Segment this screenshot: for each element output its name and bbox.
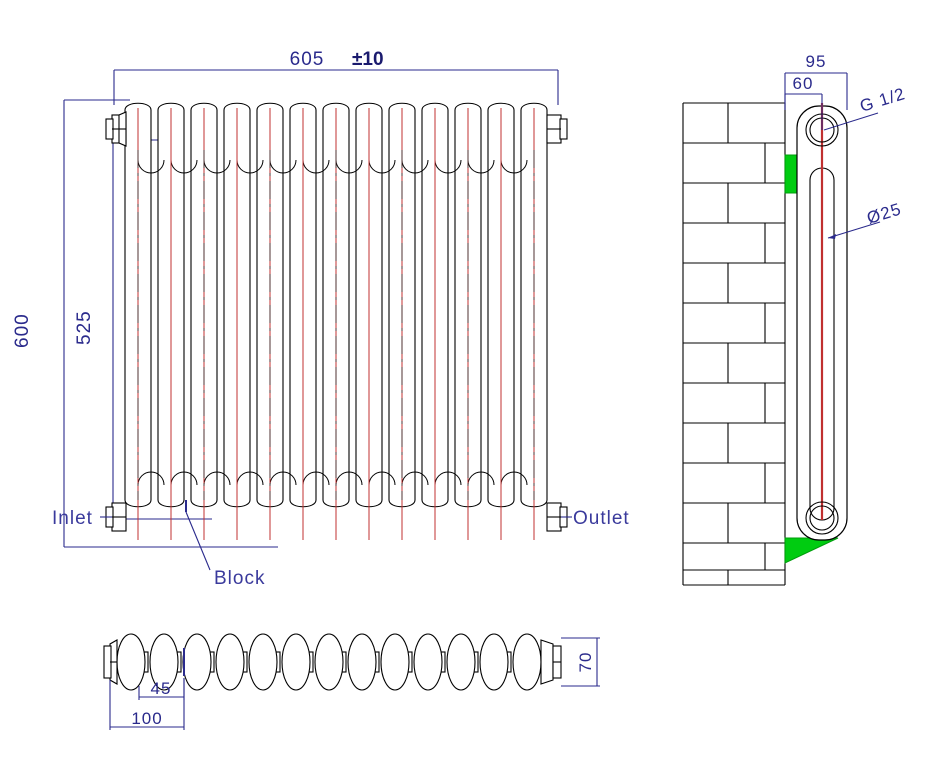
dimension-width-605: 605 ±10 [113,49,559,105]
radiator-side-body [796,103,848,541]
dim-plan-100-value: 100 [131,709,162,728]
inlet-fitting [105,111,127,532]
dim-width-value: 605 [290,49,325,70]
dimension-plan-45: 45 [138,678,185,700]
dim-centers-value: 525 [74,310,95,345]
dim-depth-95-value: 95 [806,52,827,71]
wall-brick-hatch [682,102,786,586]
label-outlet: Outlet [561,508,630,529]
label-block: Block [185,500,265,589]
block-label-text: Block [214,568,265,589]
wall-bracket-lower-icon [784,537,839,564]
column-dash-centerlines [137,150,535,500]
plan-end-fittings [103,639,562,685]
radiator-inner-lobes [137,159,528,486]
side-section-view: 95 60 G 1/2 Ø25 [682,52,908,586]
dim-depth-60-value: 60 [793,74,814,93]
thread-label-text: G 1/2 [858,84,908,116]
outlet-label-text: Outlet [573,508,630,529]
label-inlet: Inlet [52,508,112,529]
dim-height-value: 600 [12,313,33,348]
dim-plan-45-value: 45 [151,679,172,698]
dimension-height-525: 525 [74,139,212,520]
inlet-label-text: Inlet [52,508,93,529]
dimension-plan-70: 70 [561,637,600,687]
top-plan-view: 45 100 70 [103,633,600,730]
dimension-depth-60: 60 [784,74,823,130]
dimension-plan-100: 100 [109,678,185,730]
plan-sections [116,633,542,691]
pipe-dia-label-text: Ø25 [865,199,904,227]
outlet-fitting [546,114,568,532]
dim-width-tolerance: ±10 [352,49,384,70]
front-elevation-view: 605 ±10 600 525 [12,49,630,589]
dimension-height-600: 600 [12,99,278,548]
wall-bracket-upper-icon [784,154,798,194]
dim-plan-70-value: 70 [576,652,595,673]
dimension-depth-95: 95 [784,52,848,110]
